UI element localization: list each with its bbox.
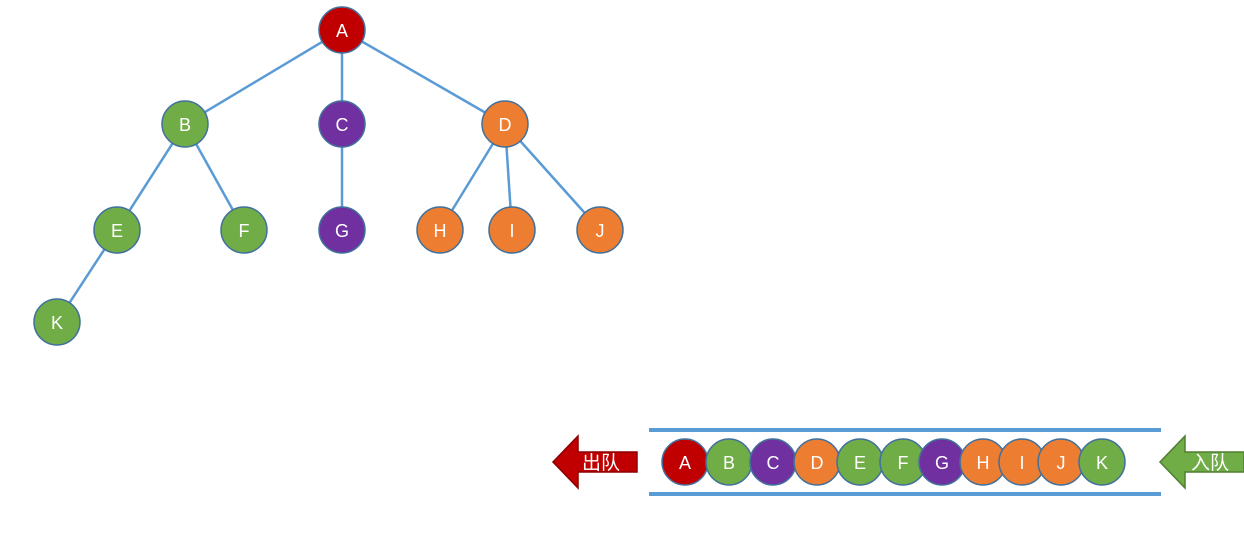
tree-node-e: E [93,206,141,254]
queue-item-j: J [1037,438,1085,486]
node-circle [576,206,624,254]
tree-node-b: B [161,100,209,148]
tree-edge-d-h [450,142,495,212]
queue-item-label: F [898,453,909,473]
tree-edge-d-i [505,146,512,208]
node-label: I [509,221,514,241]
tree-edge-b-f [195,143,234,211]
queue-item-e: E [836,438,884,486]
queue-item-label: K [1096,453,1108,473]
node-circle [416,206,464,254]
tree-node-i: I [488,206,536,254]
tree-edge-b-e [128,142,174,212]
tree-node-d: D [481,100,529,148]
queue-item-a: A [661,438,709,486]
node-circle [318,100,366,148]
node-circle [481,100,529,148]
queue-item-label: D [811,453,824,473]
queue-item-label: I [1019,453,1024,473]
node-label: B [179,115,191,135]
tree-edges [68,40,586,304]
left-arrow-icon [1158,434,1244,490]
queue-item-label: J [1057,453,1066,473]
queue-item-label: E [854,453,866,473]
queue-item-k: K [1078,438,1126,486]
queue-items: A B C D E F G H I J K [661,438,1126,486]
node-label: D [499,115,512,135]
node-circle [161,100,209,148]
dequeue-label: 出队 [582,452,620,474]
tree-node-k: K [33,298,81,346]
node-circle [220,206,268,254]
queue: A B C D E F G H I J K [649,428,1161,496]
tree-edge-e-k [68,248,106,304]
enqueue-arrow: 入队 [1158,434,1244,490]
node-circle [318,206,366,254]
tree-edge-a-d [361,40,486,114]
tree-node-f: F [220,206,268,254]
node-circle [488,206,536,254]
node-label: F [239,221,250,241]
queue-item-label: A [679,453,691,473]
queue-item-d: D [793,438,841,486]
tree-node-c: C [318,100,366,148]
queue-item-c: C [749,438,797,486]
node-circle [33,298,81,346]
node-label: J [596,221,605,241]
queue-item-g: G [918,438,966,486]
node-label: A [336,21,348,41]
queue-item-circle [1078,438,1126,486]
tree-node-j: J [576,206,624,254]
node-circle [318,6,366,54]
node-label: C [336,115,349,135]
left-arrow-icon [551,434,638,490]
tree-node-g: G [318,206,366,254]
node-label: H [434,221,447,241]
queue-item-label: B [723,453,735,473]
node-label: K [51,313,63,333]
queue-item-label: H [977,453,990,473]
queue-item-b: B [705,438,753,486]
node-label: E [111,221,123,241]
tree-node-a: A [318,6,366,54]
enqueue-label: 入队 [1191,452,1229,474]
queue-item-label: G [935,453,949,473]
tree-edge-a-b [204,40,323,114]
tree-node-h: H [416,206,464,254]
queue-item-label: C [767,453,780,473]
node-label: G [335,221,349,241]
dequeue-arrow: 出队 [551,434,638,490]
tree-nodes: A B C D E F G H I J K [33,6,624,346]
node-circle [93,206,141,254]
tree-edge-d-j [519,140,586,214]
